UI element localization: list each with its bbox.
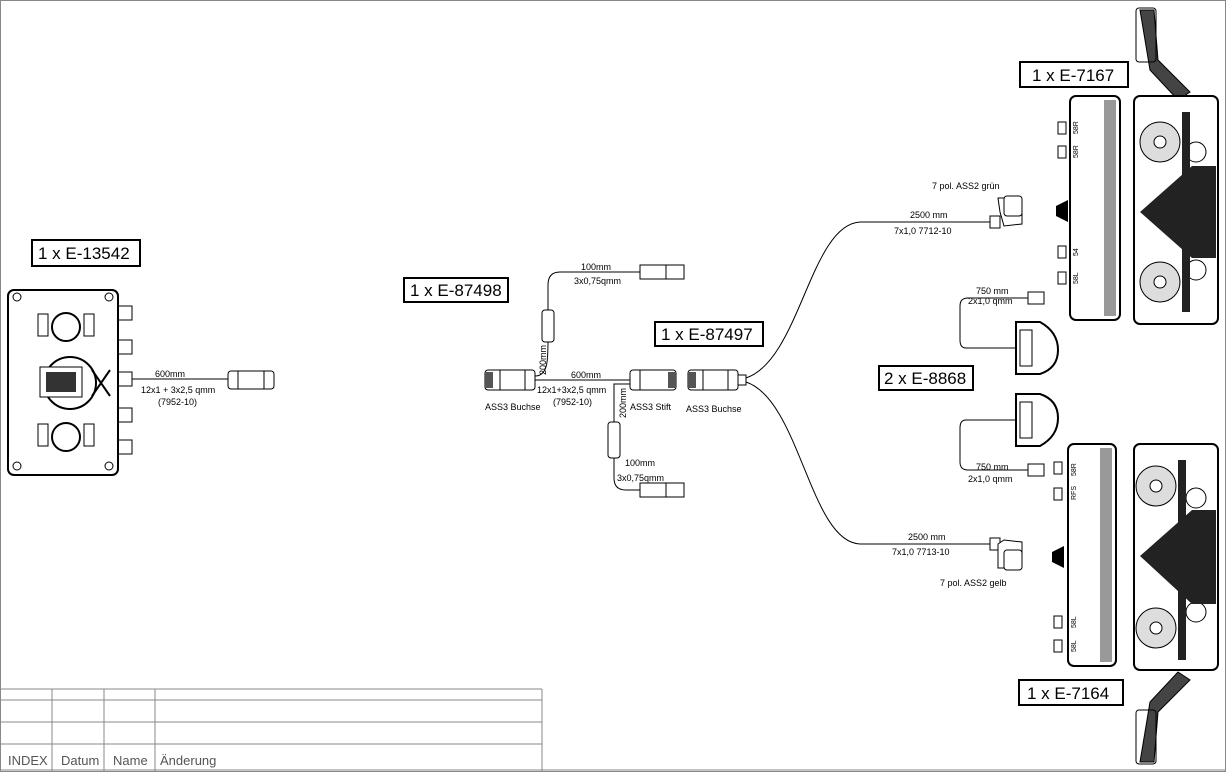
fuse-top — [541, 309, 555, 343]
yellow-connector-label: 7 pol. ASS2 gelb — [940, 578, 1007, 588]
bottom-pin-3: 58L — [1071, 616, 1078, 628]
ass3-buchse-2-label: ASS3 Buchse — [686, 404, 742, 414]
ass3-stift-label: ASS3 Stift — [630, 402, 672, 412]
plug-c1 — [227, 370, 275, 390]
yellow-spec: 7x1,0 7713-10 — [892, 547, 950, 557]
c1-spec: 12x1 + 3x2,5 qmm — [141, 385, 215, 395]
side-lamp-2-cable — [959, 419, 1028, 471]
label-e87498: 1 x E-87498 — [403, 277, 509, 303]
side-lamp-1-cable — [959, 297, 1028, 349]
connector-ass3-buchse-1 — [484, 369, 536, 391]
label-e13542: 1 x E-13542 — [31, 239, 141, 267]
side-lamp-2-plug — [1027, 463, 1045, 477]
c2-spec: 12x1+3x2,5 qmm — [537, 385, 606, 395]
yellow-length: 2500 mm — [908, 532, 946, 542]
title-block-aenderung: Änderung — [160, 753, 216, 768]
side-lamp-2 — [1015, 393, 1060, 447]
plug-top — [639, 264, 685, 280]
bottom-length: 100mm — [625, 458, 655, 468]
cable-top-branch — [534, 271, 640, 377]
fuse-bottom — [607, 421, 621, 459]
title-block — [0, 688, 1226, 772]
top-spec: 3x0,75qmm — [574, 276, 621, 286]
cable-yellow — [745, 381, 990, 545]
s2-length: 750 mm — [976, 462, 1009, 472]
s2-spec: 2x1,0 qmm — [968, 474, 1013, 484]
svg-text:1 x E-13542: 1 x E-13542 — [38, 244, 130, 263]
ass3-buchse-1-label: ASS3 Buchse — [485, 402, 541, 412]
title-block-name: Name — [113, 753, 148, 768]
green-spec: 7x1,0 7712-10 — [894, 226, 952, 236]
c2-vertical: 200mm — [538, 345, 548, 375]
bottom-pin-2: RFS — [1071, 486, 1078, 500]
top-pin-4: 58L — [1073, 272, 1080, 284]
label-e7164: 1 x E-7164 — [1018, 679, 1124, 706]
top-pin-2: 58R — [1073, 145, 1080, 158]
label-e7167: 1 x E-7167 — [1019, 61, 1129, 88]
c3-vertical: 200mm — [618, 388, 628, 418]
cable-bottom-branch — [613, 383, 640, 491]
s1-spec: 2x1,0 qmm — [968, 296, 1013, 306]
bottom-pin-1: 58R — [1071, 463, 1078, 476]
green-length: 2500 mm — [910, 210, 948, 220]
connector-ass3-stift — [629, 369, 677, 391]
label-e8868: 2 x E-8868 — [878, 365, 974, 391]
s1-length: 750 mm — [976, 286, 1009, 296]
tail-lamp-e7164: 58R RFS 58L 58L — [1052, 443, 1219, 765]
top-pin-3: 54 — [1073, 248, 1080, 256]
c1-length: 600mm — [155, 369, 185, 379]
c2-code: (7952-10) — [553, 397, 592, 407]
green-connector-label: 7 pol. ASS2 grün — [932, 181, 1000, 191]
svg-text:1 x E-87497: 1 x E-87497 — [661, 325, 753, 344]
cable-green — [745, 221, 990, 379]
c1-code: (7952-10) — [158, 397, 197, 407]
socket-box-e13542 — [7, 289, 133, 476]
side-lamp-1 — [1015, 321, 1060, 375]
bottom-pin-4: 58L — [1071, 640, 1078, 652]
svg-text:1 x E-7164: 1 x E-7164 — [1027, 684, 1109, 703]
title-block-index: INDEX — [8, 753, 48, 768]
side-lamp-1-plug — [1027, 291, 1045, 305]
svg-text:1 x E-7167: 1 x E-7167 — [1032, 66, 1114, 85]
c2-length: 600mm — [571, 370, 601, 380]
title-block-datum: Datum — [61, 753, 99, 768]
svg-text:1 x E-87498: 1 x E-87498 — [410, 281, 502, 300]
connector-green — [989, 195, 1023, 229]
plug-bottom — [639, 482, 685, 498]
label-e87497: 1 x E-87497 — [654, 321, 764, 347]
bottom-spec: 3x0,75qmm — [617, 473, 664, 483]
svg-text:2 x E-8868: 2 x E-8868 — [884, 369, 966, 388]
top-length: 100mm — [581, 262, 611, 272]
connector-yellow — [989, 537, 1023, 571]
tail-lamp-e7167: 58R 58R 54 58L — [1056, 7, 1219, 325]
top-pin-1: 58R — [1073, 121, 1080, 134]
connector-ass3-buchse-2 — [687, 369, 747, 391]
